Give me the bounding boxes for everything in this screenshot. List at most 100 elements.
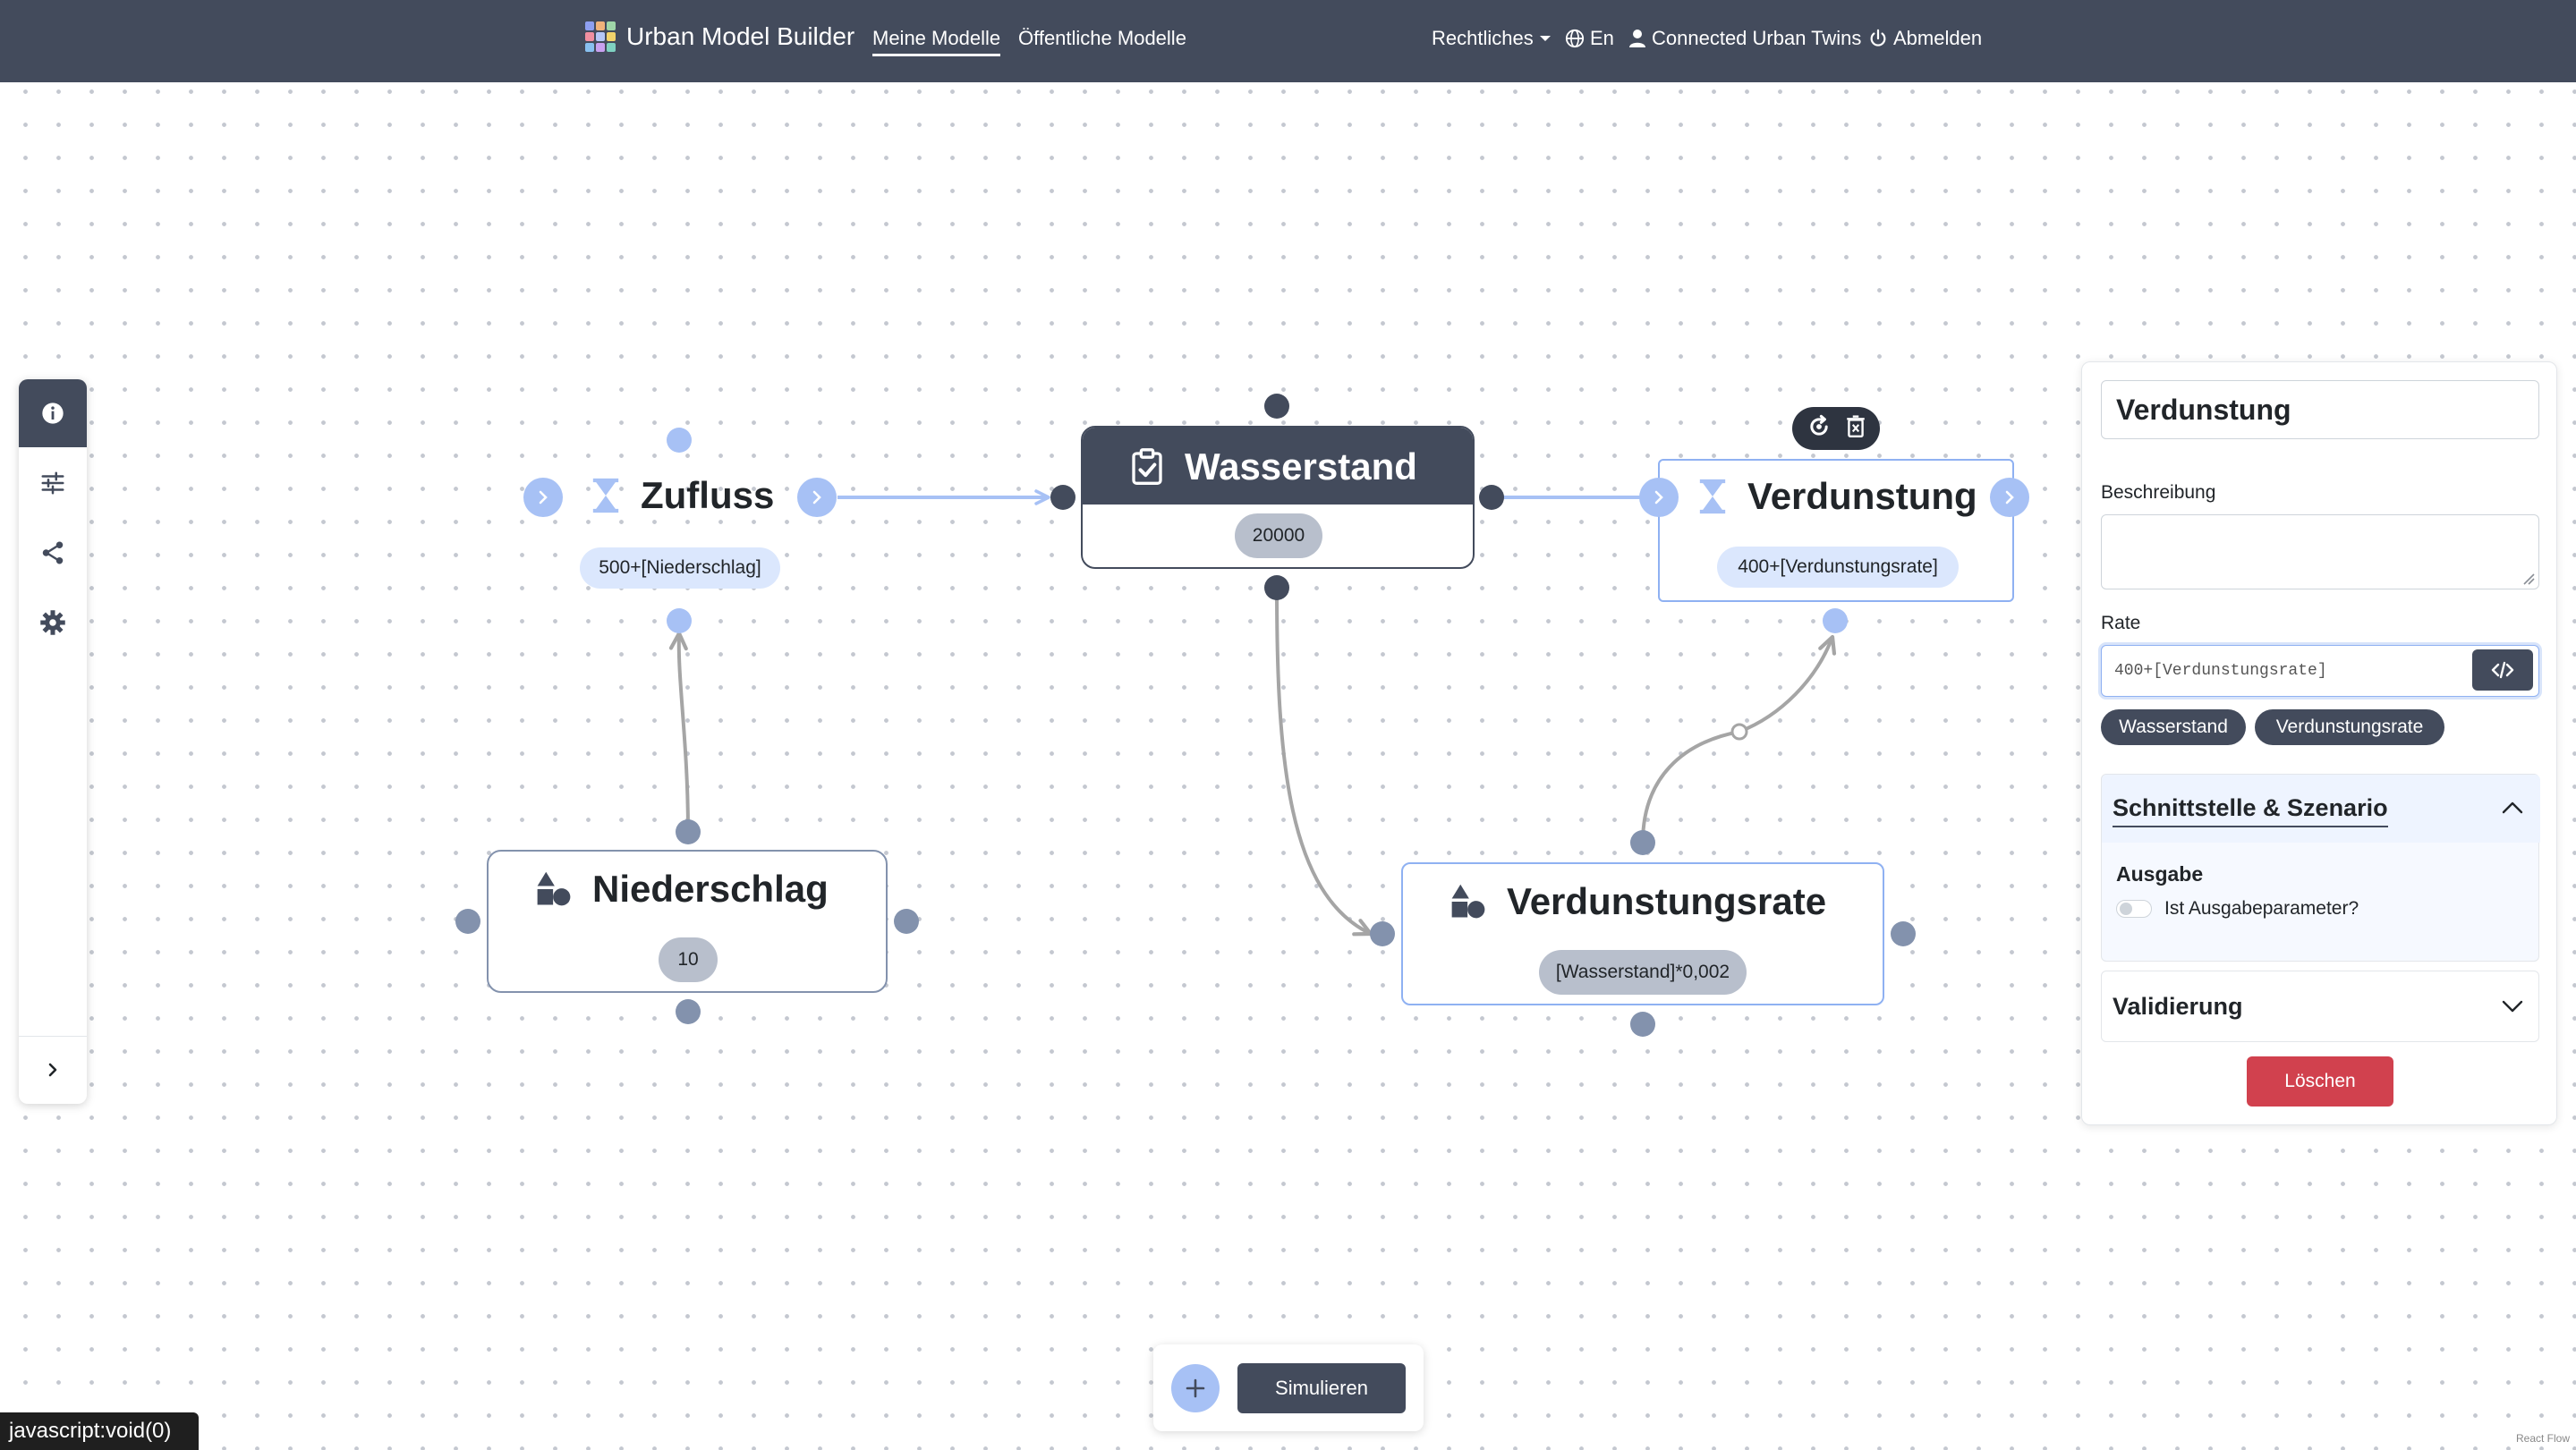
verdunstung-output-handle[interactable] [1990,478,2029,517]
nav-my-models[interactable]: Meine Modelle [872,27,1001,56]
node-title: Verdunstungsrate [1507,880,1827,922]
zufluss-top-handle[interactable] [667,428,692,453]
user-menu[interactable]: Connected Urban Twins [1628,27,1861,50]
node-title: Niederschlag [592,868,829,910]
hourglass-icon [1699,479,1726,514]
bottom-action-bar: Simulieren [1153,1344,1424,1431]
wasserstand-top-handle[interactable] [1264,394,1289,419]
zufluss-output-handle[interactable] [797,478,837,517]
output-heading: Ausgabe [2116,862,2204,886]
clipboard-check-icon [1132,448,1162,485]
output-toggle[interactable] [2116,900,2152,918]
node-verdunstungsrate[interactable]: Verdunstungsrate [Wasserstand]*0,002 [1401,862,1884,1005]
caret-down-icon [1539,36,1551,41]
edge-verdunstungsrate-verdunstung [1641,634,1837,844]
wasserstand-right-handle[interactable] [1479,485,1504,510]
plus-icon [1186,1378,1205,1398]
nav-public-models[interactable]: Öffentliche Modelle [1018,27,1186,49]
wasserstand-bottom-handle[interactable] [1264,575,1289,600]
language-label: En [1590,27,1614,49]
verdunstungsrate-left-handle[interactable] [1370,921,1395,946]
shapes-icon [1451,884,1485,919]
globe-icon [1565,29,1585,48]
niederschlag-left-handle[interactable] [455,909,480,934]
node-niederschlag[interactable]: Niederschlag 10 [487,850,888,993]
user-label: Connected Urban Twins [1652,27,1862,49]
niederschlag-right-handle[interactable] [894,909,919,934]
react-flow-attribution[interactable]: React Flow [2516,1432,2571,1445]
node-title: Wasserstand [1185,445,1417,488]
niederschlag-top-handle[interactable] [676,819,701,844]
verdunstungsrate-bottom-handle[interactable] [1630,1012,1655,1037]
accordion-header[interactable]: Schnittstelle & Szenario [2102,775,2540,843]
legal-dropdown[interactable]: Rechtliches [1432,27,1552,50]
toolbar-divider [19,1036,87,1037]
info-icon [42,403,64,424]
variable-chip-verdunstungsrate[interactable]: Verdunstungsrate [2255,709,2444,745]
node-name-input[interactable]: Verdunstung [2101,380,2539,439]
user-icon [1629,30,1645,47]
rate-label: Rate [2101,613,2141,633]
variable-chip-wasserstand[interactable]: Wasserstand [2101,709,2246,745]
chevron-up-icon [2502,801,2523,814]
zufluss-bottom-handle[interactable] [667,608,692,633]
zufluss-input-handle[interactable] [523,478,563,517]
node-name-value: Verdunstung [2116,393,2291,426]
edge-niederschlag-zufluss [668,631,690,833]
node-toolbar [1792,407,1880,450]
browser-status-tooltip: javascript:void(0) [0,1412,199,1450]
node-header [1083,428,1473,505]
chevron-down-icon [2502,1000,2523,1013]
toolbar-share-button[interactable] [19,519,87,587]
output-toggle-row: Ist Ausgabeparameter? [2116,898,2359,920]
left-toolbar [19,379,87,1104]
chevron-right-icon [812,490,821,505]
node-value: 500+[Niederschlag] [580,547,780,589]
accordion-title: Schnittstelle & Szenario [2113,794,2388,827]
toolbar-expand-button[interactable] [19,1036,87,1104]
edge-waypoint [1730,723,1748,741]
chevron-right-icon [48,1063,57,1077]
verdunstungsrate-top-handle[interactable] [1630,830,1655,855]
node-value: 20000 [1235,513,1322,558]
rotate-icon[interactable] [1807,414,1832,444]
power-icon [1870,29,1886,47]
logout-link[interactable]: Abmelden [1868,27,1982,50]
delete-node-button[interactable]: Löschen [2247,1056,2393,1107]
brand-title: Urban Model Builder [626,22,855,50]
wasserstand-left-handle[interactable] [1050,485,1075,510]
edge-wasserstand-verdunstungsrate [1275,588,1373,937]
node-verdunstung[interactable]: Verdunstung 400+[Verdunstungsrate] [1658,459,2014,602]
accordion-interface-scenario: Schnittstelle & Szenario Ausgabe Ist Aus… [2101,774,2540,962]
toolbar-gear-button[interactable] [19,589,87,657]
node-zufluss[interactable]: Zufluss 500+[Niederschlag] [537,420,823,626]
logout-label: Abmelden [1893,27,1983,49]
resize-grip-icon[interactable] [2522,572,2535,585]
toolbar-settings-sliders-button[interactable] [19,449,87,517]
accordion-validation[interactable]: Validierung [2101,971,2539,1042]
niederschlag-bottom-handle[interactable] [676,999,701,1024]
delete-icon[interactable] [1846,414,1866,443]
brand[interactable]: Urban Model Builder [585,21,854,52]
node-value: 10 [659,937,718,982]
chevron-right-icon [2005,490,2014,505]
node-wasserstand[interactable]: Wasserstand 20000 [1081,426,1475,569]
language-switch[interactable]: En [1565,27,1614,50]
rate-value: 400+[Verdunstungsrate] [2114,662,2327,680]
code-editor-button[interactable] [2472,649,2533,691]
toolbar-info-button[interactable] [19,379,87,447]
properties-panel: Verdunstung Beschreibung Rate 400+[Verdu… [2081,361,2557,1125]
chevron-right-icon [539,490,548,505]
node-title: Zufluss [641,474,775,516]
add-node-button[interactable] [1171,1364,1220,1412]
hourglass-icon [592,478,619,513]
simulate-button[interactable]: Simulieren [1237,1363,1406,1413]
verdunstungsrate-right-handle[interactable] [1891,921,1916,946]
description-label: Beschreibung [2101,482,2216,503]
verdunstung-input-handle[interactable] [1639,478,1679,517]
top-navbar: Urban Model Builder Meine Modelle Öffent… [0,0,2576,82]
rate-input[interactable]: 400+[Verdunstungsrate] [2101,645,2539,697]
verdunstung-bottom-handle[interactable] [1823,608,1848,633]
output-toggle-label: Ist Ausgabeparameter? [2164,898,2359,919]
description-textarea[interactable] [2101,514,2539,589]
